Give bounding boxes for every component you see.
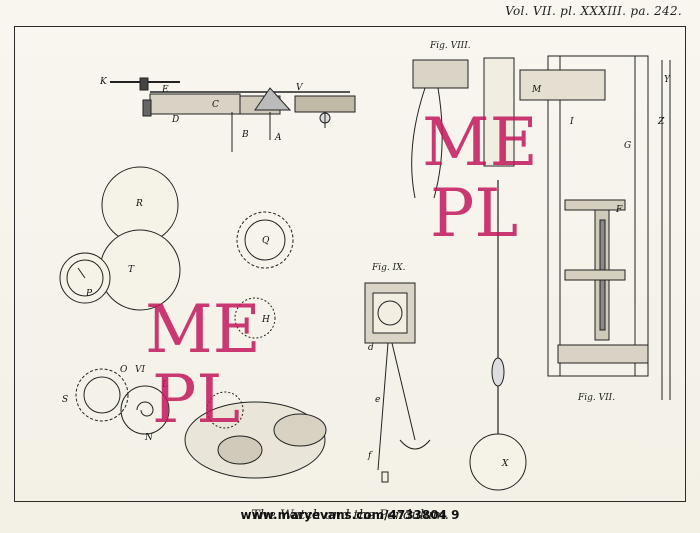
plate-reference: Vol. VII. pl. XXXIII. pa. 242. (505, 4, 682, 18)
svg-text:I: I (569, 117, 574, 127)
watermark-pl-upper: PL (430, 175, 518, 252)
svg-text:D: D (171, 115, 179, 125)
svg-text:Z: Z (657, 117, 665, 127)
svg-text:C: C (212, 100, 219, 110)
svg-text:H: H (261, 315, 270, 325)
svg-text:Y: Y (664, 75, 671, 85)
svg-text:X: X (501, 459, 509, 469)
svg-text:O: O (120, 365, 128, 375)
plate-border (14, 26, 686, 502)
svg-text:R: R (135, 199, 143, 209)
plate-caption: The Watch and the Pendulum. (251, 508, 449, 523)
svg-text:Q: Q (262, 236, 270, 246)
svg-text:A: A (274, 133, 282, 143)
svg-text:E: E (161, 85, 169, 95)
watch-wheels-left (59, 166, 294, 339)
svg-text:e: e (375, 395, 380, 405)
svg-text:L: L (161, 380, 168, 390)
fig-viii-pendulum (411, 57, 527, 491)
svg-text:P: P (85, 289, 93, 299)
svg-text:G: G (624, 141, 631, 151)
svg-text:M: M (531, 85, 542, 95)
svg-text:B: B (241, 130, 249, 140)
fig-vi-label: VI (135, 365, 145, 375)
fig-vii-label: Fig. VII. (577, 393, 615, 403)
fig-ix-clock (364, 282, 431, 483)
fig-vii-clock-movement (519, 55, 671, 400)
svg-text:T: T (128, 265, 135, 275)
watermark-url: www.maryevans.com/4733804 9 (240, 508, 460, 522)
svg-text:K: K (99, 77, 108, 87)
svg-text:d: d (368, 343, 374, 353)
watermark-me-lower: ME (145, 291, 261, 368)
svg-text:N: N (144, 433, 154, 443)
gear-train-top-left (110, 77, 356, 152)
svg-text:f: f (367, 451, 373, 461)
watermark-me-upper: ME (422, 104, 538, 181)
svg-text:V: V (296, 83, 304, 93)
fig-viii-label: Fig. VIII. (429, 41, 471, 51)
watermark-logo: ME PL ME PL (145, 104, 538, 438)
reference-letters: K E C D B A V R T P Q H S O L N X I G M … (62, 75, 671, 469)
watermark-pl-lower: PL (152, 361, 240, 438)
fig-ix-label: Fig. IX. (371, 263, 406, 273)
svg-text:F: F (615, 205, 623, 215)
svg-text:S: S (62, 395, 68, 405)
watch-movement-bottom (75, 368, 327, 479)
